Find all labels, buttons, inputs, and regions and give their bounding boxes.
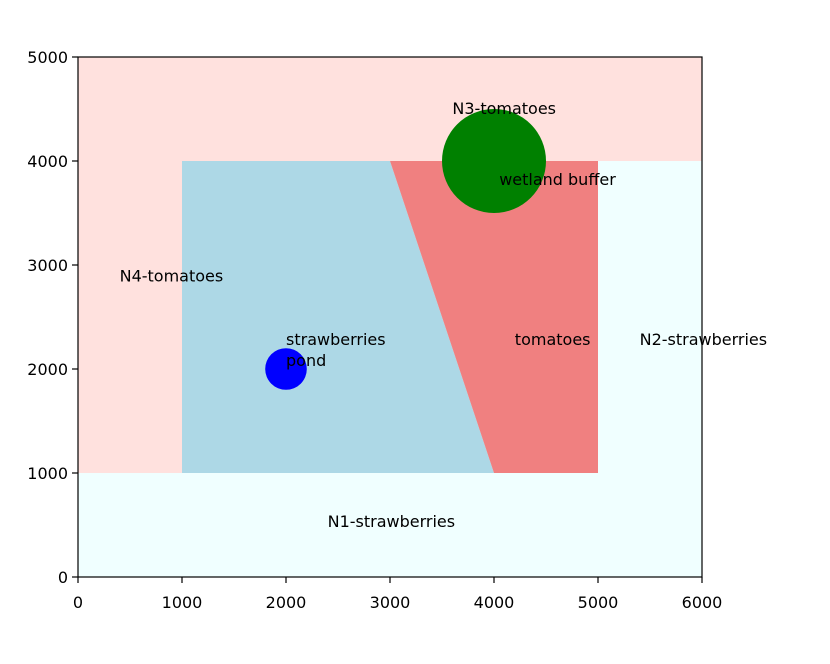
label-tomatoes: tomatoes	[515, 330, 591, 349]
y-tick-label: 2000	[27, 360, 68, 379]
region-n4-tomatoes	[78, 161, 182, 473]
x-tick-label: 0	[73, 593, 83, 612]
circles-layer	[265, 109, 546, 390]
wetland-buffer-circle	[442, 109, 546, 213]
y-tick-label: 1000	[27, 464, 68, 483]
y-tick-label: 0	[58, 568, 68, 587]
x-tick-label: 6000	[682, 593, 723, 612]
x-tick-label: 4000	[474, 593, 515, 612]
y-tick-label: 4000	[27, 152, 68, 171]
x-tick-label: 3000	[370, 593, 411, 612]
regions-layer	[78, 57, 702, 577]
region-n1-strawberries	[78, 473, 702, 577]
y-axis: 0 1000 2000 3000 4000 5000	[27, 48, 78, 587]
label-pond: pond	[286, 351, 326, 370]
x-axis: 0 1000 2000 3000 4000 5000 6000	[73, 577, 722, 612]
label-n4-tomatoes: N4-tomatoes	[120, 267, 224, 286]
pond-circle	[265, 348, 307, 390]
x-tick-label: 2000	[266, 593, 307, 612]
region-n2-strawberries	[598, 161, 702, 473]
labels-layer: N1-strawberries N2-strawberries N4-tomatoe…	[120, 99, 768, 531]
region-tomatoes	[390, 161, 598, 473]
label-strawberries: strawberries	[286, 330, 386, 349]
y-tick-label: 5000	[27, 48, 68, 67]
y-tick-label: 3000	[27, 256, 68, 275]
label-n3-tomatoes: N3-tomatoes	[452, 99, 556, 118]
label-n2-strawberries: N2-strawberries	[640, 330, 768, 349]
label-wetland-buffer: wetland buffer	[499, 170, 616, 189]
x-tick-label: 1000	[162, 593, 203, 612]
label-n1-strawberries: N1-strawberries	[328, 512, 456, 531]
region-n3-tomatoes	[78, 57, 702, 161]
x-tick-label: 5000	[578, 593, 619, 612]
